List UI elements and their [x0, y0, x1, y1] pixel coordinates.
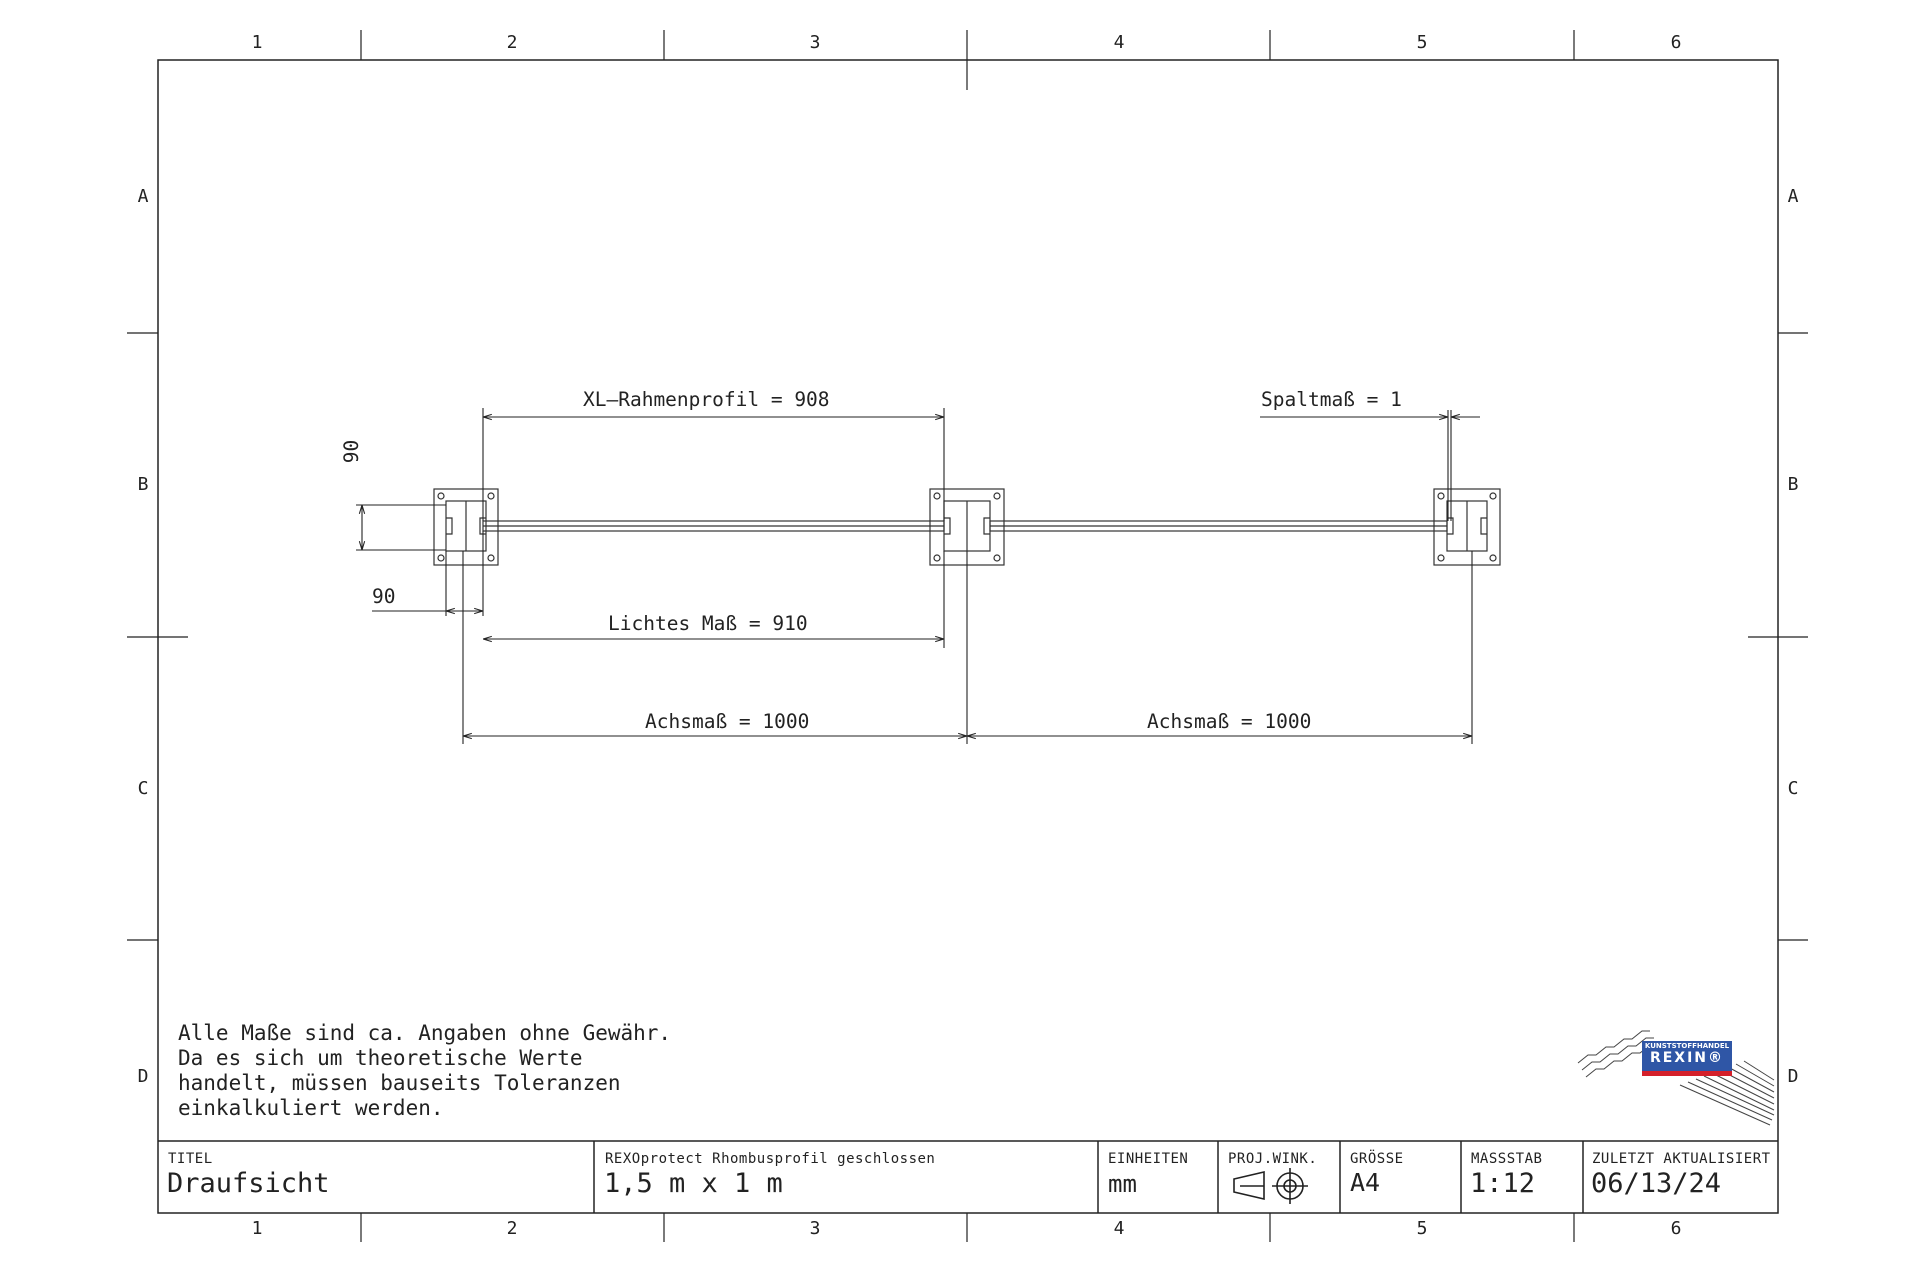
grid-row-d-left: D — [137, 1066, 149, 1087]
grid-col-5-top: 5 — [1416, 32, 1428, 53]
disclaimer-note: Alle Maße sind ca. Angaben ohne Gewähr. … — [178, 1021, 671, 1121]
note-line-3: handelt, müssen bauseits Toleranzen — [178, 1071, 621, 1095]
titel-value: Draufsicht — [167, 1168, 330, 1199]
logo-line-1: KUNSTSTOFFHANDEL — [1644, 1042, 1730, 1050]
rail-left — [482, 520, 945, 532]
dim-label-spaltmass: Spaltmaß = 1 — [1261, 388, 1402, 411]
dim-label-xl-rahmenprofil: XL–Rahmenprofil = 908 — [583, 388, 830, 411]
grid-row-b-right: B — [1787, 474, 1799, 495]
grid-row-c-left: C — [137, 778, 149, 799]
note-line-4: einkalkuliert werden. — [178, 1096, 444, 1120]
updated-label: ZULETZT AKTUALISIERT — [1592, 1151, 1771, 1167]
dim-label-lichtes-mass: Lichtes Maß = 910 — [608, 612, 808, 635]
massstab-value: 1:12 — [1470, 1168, 1536, 1199]
product-label: REXOprotect Rhombusprofil geschlossen — [605, 1151, 936, 1167]
einheiten-value: mm — [1108, 1170, 1137, 1198]
bottom-grid-ticks — [360, 1213, 1575, 1242]
right-grid-ticks — [1748, 332, 1808, 941]
proj-label: PROJ.WINK. — [1228, 1151, 1318, 1167]
dim-label-height-90: 90 — [340, 439, 364, 464]
title-block — [158, 1140, 1778, 1213]
grid-col-4-bottom: 4 — [1113, 1218, 1125, 1239]
grid-col-3-bottom: 3 — [809, 1218, 821, 1239]
grid-row-a-right: A — [1787, 186, 1799, 207]
post-left — [433, 488, 499, 566]
projection-angle-icon — [1233, 1168, 1308, 1204]
note-line-1: Alle Maße sind ca. Angaben ohne Gewähr. — [178, 1021, 672, 1045]
grid-row-b-left: B — [137, 474, 149, 495]
dim-achsmass — [462, 551, 1473, 744]
grid-col-6-top: 6 — [1670, 32, 1682, 53]
product-value: 1,5 m x 1 m — [604, 1168, 783, 1199]
top-grid-ticks — [360, 30, 1575, 90]
updated-value: 06/13/24 — [1591, 1168, 1722, 1199]
dim-label-achsmass-left: Achsmaß = 1000 — [645, 710, 810, 733]
dim-spaltmass — [1260, 410, 1480, 521]
rexin-logo-icon — [1577, 1030, 1775, 1126]
grid-col-1-top: 1 — [251, 32, 263, 53]
grid-col-6-bottom: 6 — [1670, 1218, 1682, 1239]
dim-label-width-90: 90 — [372, 585, 396, 608]
grid-row-d-right: D — [1787, 1066, 1799, 1087]
grid-row-a-left: A — [137, 186, 149, 207]
grid-col-3-top: 3 — [809, 32, 821, 53]
grid-col-2-top: 2 — [506, 32, 518, 53]
dim-label-achsmass-right: Achsmaß = 1000 — [1147, 710, 1312, 733]
einheiten-label: EINHEITEN — [1108, 1151, 1189, 1167]
grid-row-c-right: C — [1787, 778, 1799, 799]
titel-label: TITEL — [168, 1151, 213, 1167]
dim-lichtes-mass — [483, 551, 945, 648]
left-grid-ticks — [127, 332, 188, 941]
rail-right — [989, 520, 1448, 532]
groesse-label: GRÖSSE — [1350, 1151, 1404, 1167]
grid-col-1-bottom: 1 — [251, 1218, 263, 1239]
grid-col-2-bottom: 2 — [506, 1218, 518, 1239]
groesse-value: A4 — [1350, 1168, 1381, 1197]
dim-xl-rahmenprofil — [482, 408, 945, 521]
dim-height-90 — [356, 504, 446, 551]
grid-col-5-bottom: 5 — [1416, 1218, 1428, 1239]
note-line-2: Da es sich um theoretische Werte — [178, 1046, 583, 1070]
massstab-label: MASSSTAB — [1471, 1151, 1543, 1167]
dim-width-90 — [372, 531, 484, 616]
grid-col-4-top: 4 — [1113, 32, 1125, 53]
post-right — [1433, 488, 1501, 566]
logo-line-2: REXIN® — [1649, 1050, 1725, 1066]
